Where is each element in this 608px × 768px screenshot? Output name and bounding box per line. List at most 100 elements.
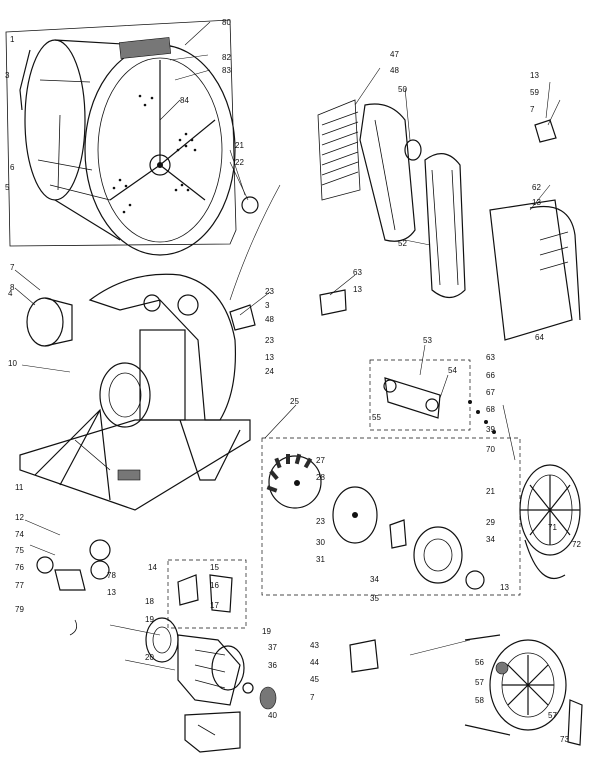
callout-50: 50 xyxy=(398,85,407,94)
terminal-block-group xyxy=(167,559,247,629)
callout-16: 16 xyxy=(210,581,219,590)
callout-39: 39 xyxy=(486,425,495,434)
drive-motor xyxy=(145,617,277,753)
callout-54: 54 xyxy=(448,366,457,375)
callout-14: 14 xyxy=(148,563,157,572)
callout-5: 5 xyxy=(5,183,10,192)
callout-30: 30 xyxy=(316,538,325,547)
callout-57-b: 57 xyxy=(548,711,557,720)
callout-labels: 80 82 83 84 1 3 6 5 21 22 7 8 10 11 12 7… xyxy=(5,18,581,744)
callout-13-b: 13 xyxy=(265,353,274,362)
callout-8: 8 xyxy=(10,283,15,292)
drum-pulley xyxy=(519,464,581,580)
callout-3-b: 3 xyxy=(265,301,270,310)
drum-assembly xyxy=(5,19,237,256)
callout-64: 64 xyxy=(535,333,544,342)
callout-19: 19 xyxy=(145,615,154,624)
callout-84: 84 xyxy=(180,96,189,105)
callout-7-b: 7 xyxy=(530,105,535,114)
blower-fan-wheel xyxy=(266,453,322,509)
callout-45: 45 xyxy=(310,675,319,684)
callout-37: 37 xyxy=(268,643,277,652)
callout-19-b: 19 xyxy=(262,627,271,636)
callout-21-b: 21 xyxy=(486,487,495,496)
callout-47: 47 xyxy=(390,50,399,59)
callout-3: 3 xyxy=(5,71,10,80)
callout-44: 44 xyxy=(310,658,319,667)
callout-29: 29 xyxy=(486,518,495,527)
callout-25: 25 xyxy=(290,397,299,406)
motor-pulley xyxy=(464,634,583,746)
callout-63: 63 xyxy=(353,268,362,277)
callout-48-b: 48 xyxy=(390,66,399,75)
callout-35: 35 xyxy=(370,594,379,603)
callout-43: 43 xyxy=(310,641,319,650)
callout-55: 55 xyxy=(372,413,381,422)
callout-70: 70 xyxy=(486,445,495,454)
callout-31: 31 xyxy=(316,555,325,564)
callout-26: 23 xyxy=(316,517,325,526)
callout-1: 1 xyxy=(10,35,15,44)
lint-screen xyxy=(317,99,361,201)
callout-7: 7 xyxy=(10,263,15,272)
callout-20: 20 xyxy=(145,653,154,662)
idler-pulley-assembly xyxy=(369,359,496,434)
callout-80: 80 xyxy=(222,18,231,27)
callout-62: 62 xyxy=(532,183,541,192)
callout-78: 78 xyxy=(107,571,116,580)
callout-74: 74 xyxy=(15,530,24,539)
callout-23: 23 xyxy=(265,287,274,296)
callout-17: 17 xyxy=(210,601,219,610)
callout-27: 27 xyxy=(316,456,325,465)
callout-68: 68 xyxy=(486,405,495,414)
callout-52: 52 xyxy=(398,239,407,248)
callout-59: 59 xyxy=(530,88,539,97)
callout-15: 15 xyxy=(210,563,219,572)
callout-82: 82 xyxy=(222,53,231,62)
callout-67: 67 xyxy=(486,388,495,397)
callout-7-c: 7 xyxy=(310,693,315,702)
callout-63-b: 63 xyxy=(486,353,495,362)
callout-13-e: 13 xyxy=(530,71,539,80)
callout-72: 72 xyxy=(572,540,581,549)
rear-access-panel xyxy=(489,119,581,341)
callout-83: 83 xyxy=(222,66,231,75)
switch-and-clips xyxy=(26,297,111,636)
leader-lines xyxy=(14,21,561,671)
callout-56: 56 xyxy=(475,658,484,667)
callout-75: 75 xyxy=(15,546,24,555)
callout-24: 24 xyxy=(265,367,274,376)
blower-housing-group xyxy=(261,437,521,596)
callout-28: 28 xyxy=(316,473,325,482)
callout-79: 79 xyxy=(15,605,24,614)
callout-58: 58 xyxy=(475,696,484,705)
callout-6: 6 xyxy=(10,163,15,172)
mounting-brackets xyxy=(229,196,379,673)
callout-77: 77 xyxy=(15,581,24,590)
callout-13-a: 13 xyxy=(107,588,116,597)
callout-36: 36 xyxy=(268,661,277,670)
cabinet-base-frame xyxy=(19,273,251,511)
callout-18: 18 xyxy=(145,597,154,606)
callout-48: 48 xyxy=(265,315,274,324)
callout-11: 11 xyxy=(15,483,24,492)
callout-34-b: 34 xyxy=(486,535,495,544)
callout-13-d: 13 xyxy=(500,583,509,592)
callout-12: 12 xyxy=(15,513,24,522)
callout-76: 76 xyxy=(15,563,24,572)
callout-53: 53 xyxy=(423,336,432,345)
callout-22: 22 xyxy=(235,158,244,167)
callout-57: 57 xyxy=(475,678,484,687)
callout-40: 40 xyxy=(268,711,277,720)
callout-13-c: 13 xyxy=(353,285,362,294)
callout-34: 34 xyxy=(370,575,379,584)
callout-21: 21 xyxy=(235,141,244,150)
callout-13-f: 13 xyxy=(532,198,541,207)
drive-belt xyxy=(317,99,466,299)
callout-23-b: 23 xyxy=(265,336,274,345)
callout-4: 4 xyxy=(8,289,13,298)
callout-10: 10 xyxy=(8,359,17,368)
callout-73: 73 xyxy=(560,735,569,744)
callout-66: 66 xyxy=(486,371,495,380)
